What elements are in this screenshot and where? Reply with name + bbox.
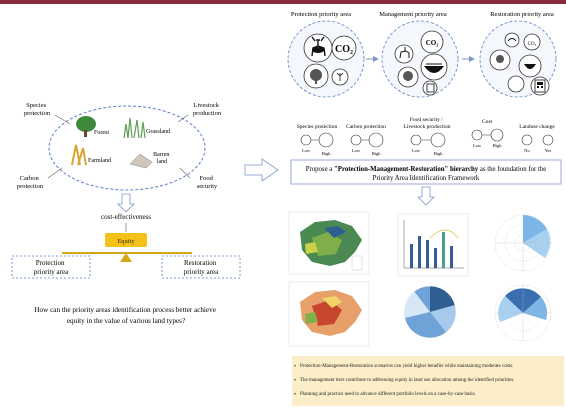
- co2-icon: CO₂: [335, 44, 353, 55]
- calculator-icon-mgmt: [426, 83, 435, 93]
- legend-food-scale: [410, 132, 446, 148]
- forest-icon: [76, 116, 96, 137]
- bar-chart-thumbnail: [397, 213, 469, 277]
- legend-species-low: Low: [302, 148, 311, 153]
- farmland-icon: [71, 144, 87, 166]
- legend-landuse-no: No: [524, 148, 530, 153]
- findings-box: Protection-Management-Restoration scenar…: [292, 356, 564, 406]
- finding-bullet-3: Planning and practice need to advance di…: [294, 392, 476, 398]
- deer-small-icon: [399, 47, 410, 59]
- node-species-label: Species protection: [24, 102, 51, 117]
- connector-species: [54, 114, 71, 125]
- results-down-arrow-icon: [417, 186, 435, 206]
- legend-carbon-scale: [350, 132, 384, 148]
- restoration-priority-label: Restoration priority area: [184, 259, 219, 276]
- equity-label: Equity: [117, 238, 135, 245]
- proposal-suffix: as the foundation for the: [478, 166, 546, 173]
- tree-icon: [310, 69, 322, 84]
- protection-circle: [287, 20, 365, 98]
- co2-icon-mgmt: CO₂: [426, 39, 439, 47]
- land-farmland-label: Farmland: [88, 158, 111, 164]
- legend-carbon-high: High: [372, 151, 382, 156]
- map-thumbnail-1: [288, 211, 370, 275]
- legend-landuse-yes: Yes: [545, 148, 552, 153]
- barren-land-icon: [129, 153, 153, 169]
- top-accent-bar: [0, 0, 566, 4]
- legend-food: Food security / Livestock production: [404, 117, 451, 130]
- connector-livestock: [177, 114, 189, 123]
- question-text: How can the priority areas identificatio…: [34, 306, 217, 325]
- land-grassland-label: Grassland: [146, 129, 170, 135]
- legend-species-scale: [300, 132, 334, 148]
- legend-food-low: Low: [412, 148, 421, 153]
- protection-priority-label: Protection priority area: [34, 259, 69, 276]
- finding-bullet-1: Protection-Management-Restoration scenar…: [294, 364, 513, 370]
- balance-fulcrum: [120, 253, 132, 262]
- legend-food-high: High: [434, 151, 444, 156]
- legend-cost: Cost: [482, 119, 493, 125]
- down-arrow-icon: [117, 193, 135, 213]
- legend-landuse: Landuse change: [519, 124, 555, 130]
- cost-effectiveness-label: cost-effectiveness: [101, 213, 151, 221]
- management-circle: [381, 20, 459, 98]
- header-management: Management priority area: [379, 11, 447, 18]
- proposal-line1: Propose a "Protection-Management-Restora…: [306, 166, 547, 173]
- map-thumbnail-2: [288, 281, 370, 347]
- radar-chart-thumbnail-2: [494, 284, 552, 342]
- legend-carbon: Carbon protection: [346, 124, 386, 130]
- bird-icon: [507, 38, 517, 42]
- tree-icon-mgmt: [403, 71, 413, 81]
- land-types-ellipse: [48, 105, 206, 191]
- calculator-icon: [534, 79, 546, 93]
- node-food-label: Food security: [197, 175, 218, 190]
- legend-cost-low: Low: [473, 143, 482, 148]
- legend-landuse-scale: [521, 134, 554, 146]
- connector-food: [179, 167, 191, 179]
- header-protection: Protection priority area: [291, 11, 351, 18]
- legend-species-high: High: [322, 151, 332, 156]
- equity-box: [105, 233, 147, 247]
- land-barren-label: Barren land: [153, 152, 171, 165]
- food-bowl-icon-rest: [524, 64, 536, 69]
- restoration-priority-box: [161, 255, 241, 279]
- node-carbon-label: Carbon protection: [17, 175, 44, 190]
- legend-carbon-low: Low: [352, 148, 361, 153]
- proposal-bold: "Protection-Management-Restoration" hier…: [334, 166, 479, 173]
- small-plant-icon: [336, 72, 344, 81]
- protection-priority-box: [11, 255, 91, 279]
- tree-icon-rest: [496, 55, 504, 63]
- panel-transition-arrow-icon: [244, 158, 279, 182]
- food-bowl-icon: [424, 63, 444, 73]
- land-forest-label: Forest: [94, 130, 109, 136]
- legend-cost-scale: [471, 128, 504, 142]
- legend-cost-high: High: [493, 143, 503, 148]
- finding-bullet-2: The management tiers contribute to addre…: [294, 378, 515, 384]
- radar-chart-thumbnail-1: [494, 214, 552, 272]
- proposal-line2: Priority Area Identification Framework: [373, 175, 480, 182]
- proposal-box: [290, 159, 562, 185]
- proposal-prefix: Propose a: [306, 166, 334, 173]
- legend-species: Species protection: [297, 124, 338, 130]
- connector-carbon: [47, 167, 63, 179]
- header-restoration: Restoration priority area: [490, 11, 554, 18]
- pie-chart-thumbnail: [403, 285, 457, 339]
- grassland-icon: [123, 117, 146, 139]
- co2-small-icon: CO₂: [528, 42, 537, 47]
- deer-icon: [311, 36, 326, 57]
- node-livestock-label: Livestock production: [193, 102, 222, 117]
